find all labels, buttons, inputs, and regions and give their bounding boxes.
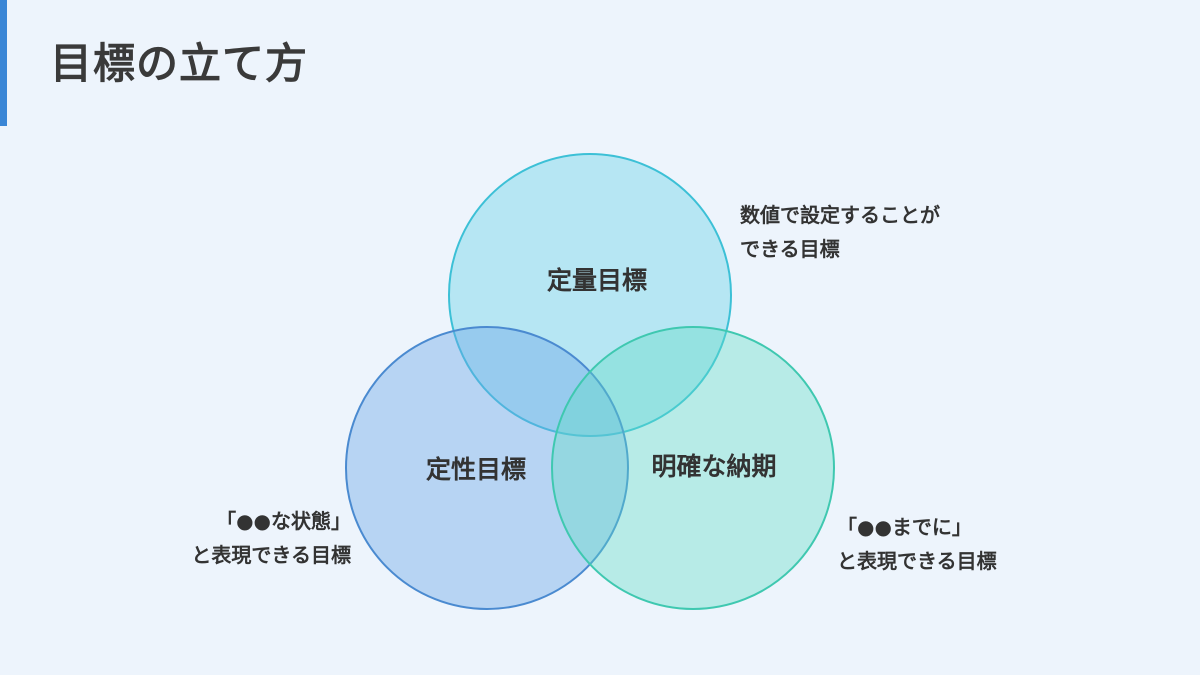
qualitative-goal-note: 「●●な状態」 と表現できる目標: [168, 504, 351, 572]
deadline-label: 明確な納期: [651, 452, 776, 481]
qualitative-goal-label: 定性目標: [426, 455, 526, 484]
qualitative-goal-circle: [345, 326, 629, 610]
quantitative-goal-label: 定量目標: [547, 266, 647, 295]
quantitative-note-line1: 数値で設定することが: [740, 203, 940, 227]
quantitative-goal-circle: [448, 153, 732, 437]
deadline-note: 「●●までに」 と表現できる目標: [837, 510, 997, 578]
deadline-note-line2: と表現できる目標: [837, 549, 997, 573]
qualitative-note-line1: 「●●な状態」: [216, 509, 351, 533]
quantitative-note-line2: できる目標: [740, 237, 840, 261]
deadline-circle: [551, 326, 835, 610]
deadline-note-line1: 「●●までに」: [837, 515, 972, 539]
quantitative-goal-note: 数値で設定することが できる目標: [740, 198, 940, 266]
qualitative-note-line2: と表現できる目標: [191, 543, 351, 567]
page-title: 目標の立て方: [50, 39, 309, 88]
accent-bar: [0, 0, 7, 126]
